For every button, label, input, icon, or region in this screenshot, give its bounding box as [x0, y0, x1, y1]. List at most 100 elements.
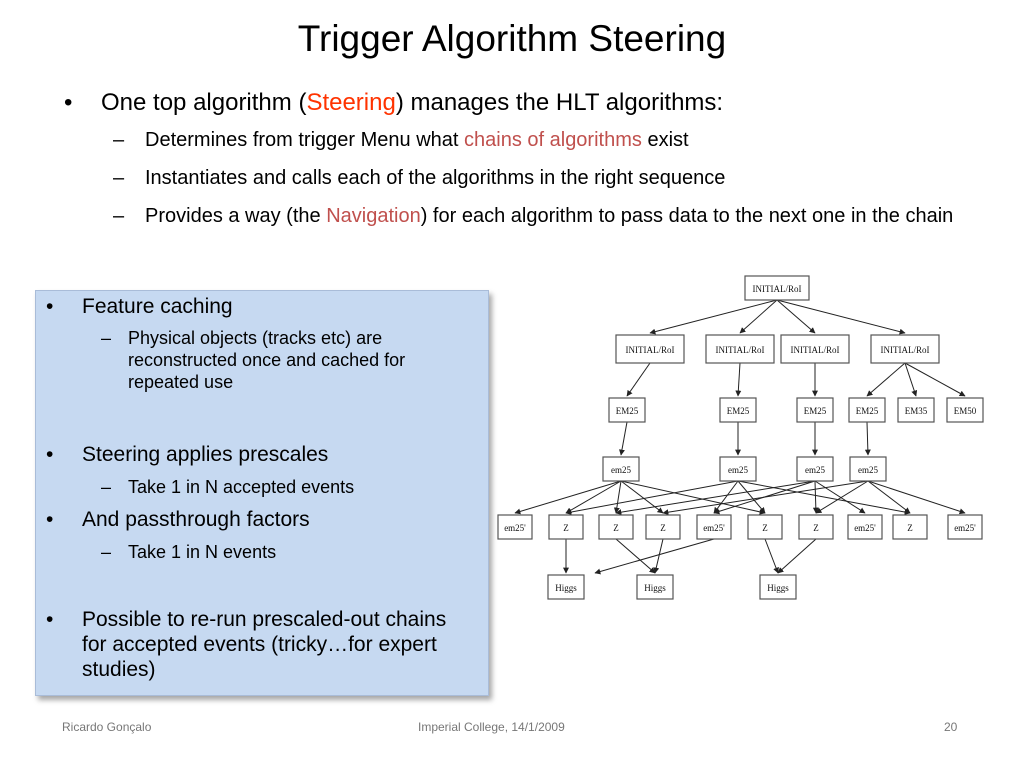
node-label: Z — [762, 523, 768, 533]
node-em: EM35 — [897, 397, 935, 423]
box-sub-bullet-text: Take 1 in N events — [128, 542, 277, 562]
node-em: EM25 — [719, 397, 757, 423]
sub-bullet-3: – Provides a way (the Navigation) for ea… — [64, 202, 984, 230]
slide-title: Trigger Algorithm Steering — [297, 18, 727, 59]
bullet-dot-icon: • — [46, 443, 54, 466]
bullet-dot-icon: • — [46, 295, 54, 318]
sub-bullet-2-text: Instantiates and calls each of the algor… — [145, 167, 726, 189]
node-em: EM25 — [848, 397, 886, 423]
node-label: EM50 — [954, 406, 977, 416]
main-bullet-highlight: Steering — [306, 89, 396, 116]
node-higgs: Higgs — [759, 574, 797, 600]
box-sub-bullet-text: Physical objects (tracks etc) are recons… — [128, 328, 406, 392]
box-bullet-feature-caching: • Feature caching — [46, 294, 502, 319]
dash-icon: – — [113, 129, 125, 151]
node-label: em25' — [504, 523, 526, 533]
node-l4: em25' — [696, 514, 732, 540]
node-roi: INITIAL/RoI — [705, 334, 775, 364]
node-label: INITIAL/RoI — [791, 345, 840, 355]
dash-icon: – — [113, 167, 125, 189]
node-higgs: Higgs — [636, 574, 674, 600]
sub-bullet-3-pre: Provides a way (the — [145, 205, 327, 227]
node-label: em25' — [703, 523, 725, 533]
dash-icon: – — [101, 542, 112, 562]
sub-bullet-1-pre: Determines from trigger Menu what — [145, 129, 465, 151]
node-higgs: Higgs — [547, 574, 585, 600]
footer-venue: Imperial College, 14/1/2009 — [418, 720, 565, 734]
box-bullet-prescales: • Steering applies prescales — [46, 442, 502, 467]
node-l4: em25' — [847, 514, 883, 540]
node-roi: INITIAL/RoI — [780, 334, 850, 364]
node-em: EM25 — [608, 397, 646, 423]
dash-icon: – — [101, 477, 112, 497]
node-label: Z — [563, 523, 569, 533]
box-bullet-text: Steering applies prescales — [82, 443, 329, 466]
node-l4: Z — [798, 514, 834, 540]
node-label: Z — [907, 523, 913, 533]
main-bullet: • One top algorithm (Steering) manages t… — [64, 86, 984, 120]
sub-bullet-3-highlight: Navigation — [326, 205, 421, 227]
node-l4: Z — [892, 514, 928, 540]
node-label: Higgs — [644, 583, 666, 593]
node-label: em25 — [611, 465, 631, 475]
node-l4: Z — [548, 514, 584, 540]
node-em25: em25 — [719, 456, 757, 482]
node-em25: em25 — [796, 456, 834, 482]
footer-author: Ricardo Gonçalo — [62, 720, 152, 734]
node-root: INITIAL/RoI — [744, 275, 810, 301]
node-em25: em25 — [602, 456, 640, 482]
node-l4: em25' — [497, 514, 533, 540]
node-em: EM25 — [796, 397, 834, 423]
node-label: em25' — [954, 523, 976, 533]
bullet-dot-icon: • — [46, 508, 54, 531]
algorithm-chain-diagram: INITIAL/RoI INITIAL/RoI INITIAL/RoI INIT… — [497, 275, 984, 600]
footer-page-number: 20 — [944, 720, 958, 734]
node-l4: Z — [645, 514, 681, 540]
sub-bullet-1-highlight: chains of algorithms — [464, 129, 642, 151]
box-bullet-text: Feature caching — [82, 295, 233, 318]
main-bullet-text-pre: One top algorithm ( — [101, 89, 307, 116]
sub-bullet-3-post: ) for each algorithm to pass data to the… — [420, 205, 954, 227]
node-roi: INITIAL/RoI — [615, 334, 685, 364]
node-label: EM25 — [727, 406, 750, 416]
box-bullet-text: And passthrough factors — [82, 508, 310, 531]
main-bullet-text-post: ) manages the HLT algorithms: — [395, 89, 724, 116]
box-bullet-rerun: • Possible to re-run prescaled-out chain… — [46, 607, 472, 682]
box-sub-bullet-physical-objects: – Physical objects (tracks etc) are reco… — [101, 327, 468, 393]
sub-bullet-1-post: exist — [641, 129, 689, 151]
box-bullet-passthrough: • And passthrough factors — [46, 507, 502, 532]
node-label: Higgs — [555, 583, 577, 593]
node-label: Higgs — [767, 583, 789, 593]
node-label: EM25 — [616, 406, 639, 416]
bullet-dot-icon: • — [46, 608, 54, 631]
node-label: EM25 — [856, 406, 879, 416]
node-em25: em25 — [849, 456, 887, 482]
node-label: INITIAL/RoI — [881, 345, 930, 355]
dash-icon: – — [113, 205, 125, 227]
node-label: EM35 — [905, 406, 928, 416]
dash-icon: – — [101, 328, 112, 348]
info-box: • Feature caching – Physical objects (tr… — [35, 290, 489, 696]
node-l4: em25' — [947, 514, 983, 540]
main-bullet-list: • One top algorithm (Steering) manages t… — [64, 86, 984, 230]
node-label: INITIAL/RoI — [716, 345, 765, 355]
box-sub-bullet-text: Take 1 in N accepted events — [128, 477, 355, 497]
diagram-edges — [514, 299, 966, 575]
node-label: INITIAL/RoI — [753, 284, 802, 294]
node-l4: Z — [598, 514, 634, 540]
node-label: Z — [813, 523, 819, 533]
node-label: INITIAL/RoI — [626, 345, 675, 355]
node-l4: Z — [747, 514, 783, 540]
node-label: Z — [660, 523, 666, 533]
box-sub-bullet-accepted: – Take 1 in N accepted events — [101, 476, 468, 498]
node-em: EM50 — [946, 397, 984, 423]
node-label: em25' — [854, 523, 876, 533]
sub-bullet-2: – Instantiates and calls each of the alg… — [64, 164, 984, 192]
box-sub-bullet-events: – Take 1 in N events — [101, 541, 468, 563]
node-label: em25 — [805, 465, 825, 475]
node-label: em25 — [858, 465, 878, 475]
node-label: Z — [613, 523, 619, 533]
node-label: EM25 — [804, 406, 827, 416]
sub-bullet-1: – Determines from trigger Menu what chai… — [64, 126, 984, 154]
bullet-dot-icon: • — [64, 89, 73, 116]
